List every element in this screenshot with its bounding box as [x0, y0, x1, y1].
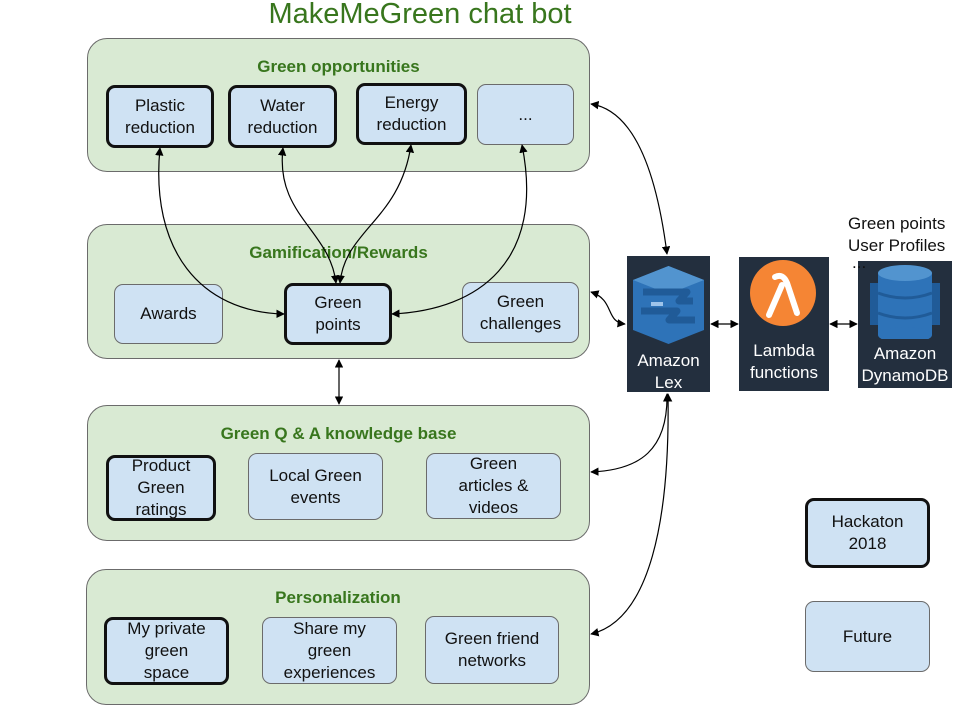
service-lambda-functions: Lambda functions — [739, 257, 829, 391]
node-local-green-events: Local Green events — [248, 453, 383, 520]
node-green-articles-videos: Green articles & videos — [426, 453, 561, 519]
lambda-icon — [750, 260, 816, 326]
edge-more-to-points — [391, 144, 528, 318]
node-more-opportunities: ... — [477, 84, 574, 145]
amazon-lex-icon — [633, 266, 704, 344]
edge-personalization-to-lex — [590, 393, 673, 637]
service-label: Amazon DynamoDB — [861, 344, 949, 385]
diagram-title: MakeMeGreen chat bot — [268, 0, 572, 30]
service-label: Lambda functions — [749, 341, 819, 382]
label-ellipsis: ... — [852, 253, 867, 272]
edge-energy-to-points — [336, 144, 415, 284]
edge-water-to-points — [277, 147, 340, 284]
service-amazon-dynamodb: Amazon DynamoDB — [858, 261, 952, 388]
node-green-friend-networks: Green friend networks — [425, 616, 559, 684]
dynamodb-stored-data: Green points User Profiles ... — [848, 213, 946, 272]
label-green-points: Green points — [848, 214, 946, 233]
edge-knowledge-to-lex — [590, 393, 672, 476]
dynamodb-icon — [870, 265, 940, 339]
group-title: Personalization — [275, 588, 401, 607]
node-share-green-experiences: Share my green experiences — [262, 617, 397, 684]
group-title: Green Q & A knowledge base — [220, 424, 457, 443]
service-amazon-lex: Amazon Lex — [627, 256, 710, 392]
node-product-green-ratings: Product Green ratings — [106, 455, 216, 521]
service-label: Amazon Lex — [637, 351, 700, 392]
edge-plastic-to-points — [155, 147, 285, 319]
edge-opportunities-to-lex — [590, 101, 671, 255]
node-energy-reduction: Energy reduction — [356, 83, 467, 145]
node-plastic-reduction: Plastic reduction — [106, 85, 214, 148]
legend-future: Future — [805, 601, 930, 672]
node-water-reduction: Water reduction — [228, 85, 337, 148]
group-title: Green opportunities — [257, 57, 420, 76]
node-my-private-green-space: My private green space — [104, 617, 229, 685]
edge-gamification-to-lex — [590, 290, 626, 328]
legend-hackaton-2018: Hackaton 2018 — [805, 498, 930, 568]
node-green-points: Green points — [284, 283, 392, 345]
label-user-profiles: User Profiles — [848, 236, 946, 255]
